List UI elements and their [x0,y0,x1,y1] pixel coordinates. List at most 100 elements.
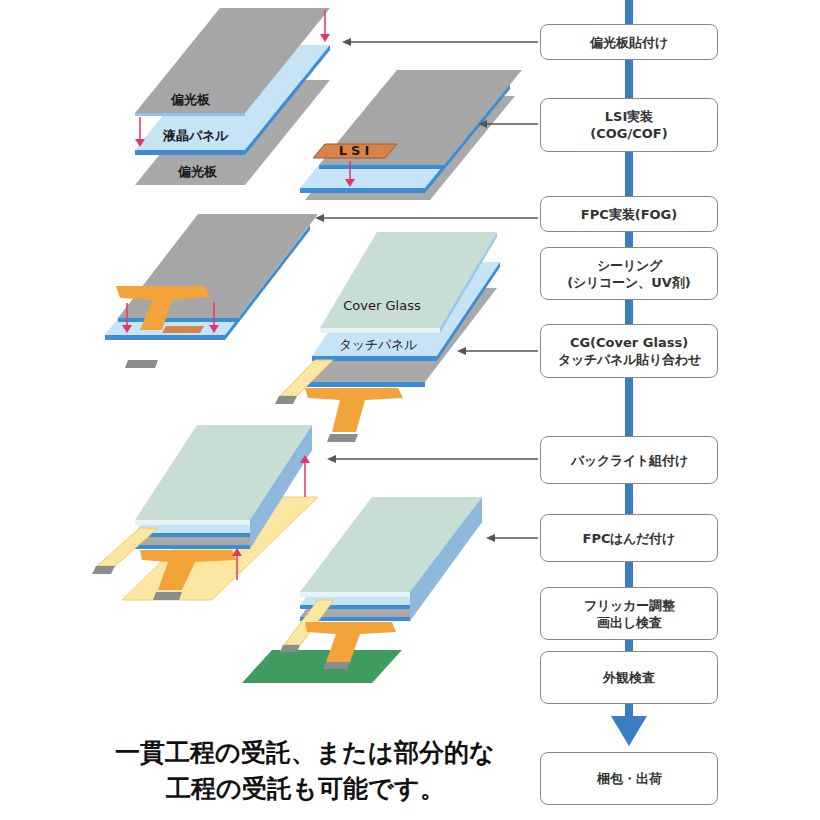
polarizer-plate [135,8,330,116]
assembly-arrow [300,455,310,463]
caption: 一貫工程の受託、または部分的な工程の受託も可能です。 [110,735,500,807]
process-box: FPCはんだ付け [540,514,718,562]
lcd-stack [300,188,425,193]
process-box: FPC実装(FOG) [540,196,718,232]
leader-arrow [494,537,538,538]
leader-arrow [315,214,324,222]
module-stack [135,520,250,525]
flow-connector-part [625,640,633,651]
process-label: FPCはんだ付け [583,530,676,547]
fpc [323,662,350,669]
flow-connector-part [625,152,633,196]
fpc [92,566,115,574]
assembly-arrow [320,34,330,42]
leader-arrow [465,350,538,351]
assembly-arrow [349,161,351,180]
module-stack [135,545,250,549]
assembly-arrow [236,555,238,580]
polarizer-plate [135,113,245,116]
assembly-arrow [304,462,306,497]
process-label: 外観検査 [603,669,655,686]
polarizer-plate [135,8,330,113]
lcd-stack [300,382,425,387]
leader-arrow [486,123,538,124]
lcd-stack [319,70,522,165]
leader-arrow [350,41,538,42]
lsi-chip [313,144,397,158]
lsi-chip [313,144,397,158]
fpc [327,434,358,442]
process-label: FPC実装(FOG) [581,206,677,223]
flow-connector [629,484,630,514]
pcb [242,650,402,683]
module-stack [410,497,482,621]
flow-connector-part [625,300,633,324]
process-box: LSI実装 (COG/COF) [540,98,718,152]
cover-glass [320,232,497,333]
lcd-stack [105,335,225,340]
lcd-stack [300,70,522,200]
assembly-arrow [209,325,219,333]
assembly-arrow [232,455,310,580]
assembly-arrow [345,179,355,187]
process-box: CG(Cover Glass) タッチパネル貼り合わせ [540,324,718,378]
process-box: フリッカー調整 画出し検査 [540,587,718,640]
flow-connector-part [625,484,633,514]
flow-connector [629,232,630,247]
pcb [242,650,402,683]
flow-connector [629,378,630,436]
part-label: 偏光板 [171,92,210,108]
module-stack [300,592,410,597]
leader-arrow [335,458,538,459]
fpc [153,592,182,600]
module-stack [250,425,312,549]
cover-glass [440,232,497,333]
leader-arrow [478,120,487,128]
assembly-arrow [232,548,242,556]
flow-connector-part [625,562,633,587]
lcd-stack [319,165,444,169]
lcd-stack [118,318,238,322]
process-label: フリッカー調整 画出し検査 [564,597,694,631]
leader-arrow [457,347,466,355]
process-label: バックライト組付け [571,452,688,469]
assembly-arrow [122,302,219,333]
process-box: 梱包・出荷 [540,752,718,805]
process-label: シーリング (シリコーン、UV剤) [554,257,704,291]
lcd-stack [118,214,318,318]
leader-arrow [486,534,495,542]
leader-arrow [315,38,538,542]
fpc [275,396,297,404]
process-label: 梱包・出荷 [597,770,662,787]
process-label: LSI実装 (COG/COF) [579,108,679,142]
flow-connector-part [625,378,633,436]
assembly-arrow [213,302,215,326]
fpc [305,388,403,432]
fpc [92,528,236,600]
module-stack [135,425,312,549]
assembly-arrow [122,325,132,333]
cover-glass [320,328,440,333]
flow-connector-part [611,716,647,746]
process-box: 外観検査 [540,651,718,704]
flow-connector [629,60,630,98]
fpc [140,550,236,590]
fpc [116,286,210,368]
flow-line-start [625,0,633,26]
flow-connector-part [625,60,633,98]
part-label: Cover Glass [343,298,420,314]
flow-line-start [625,0,633,26]
process-label: 偏光板貼付け [590,34,668,51]
lcd-panel [135,150,245,155]
fpc [116,286,210,330]
assembly-arrow [135,10,330,147]
part-label: タッチパネル [339,337,417,353]
fpc [305,622,396,662]
part-label: 偏光板 [178,164,217,180]
process-box: 偏光板貼付け [540,24,718,60]
assembly-arrow [324,10,326,36]
leader-arrow [342,38,351,46]
lcd-stack [162,326,204,333]
